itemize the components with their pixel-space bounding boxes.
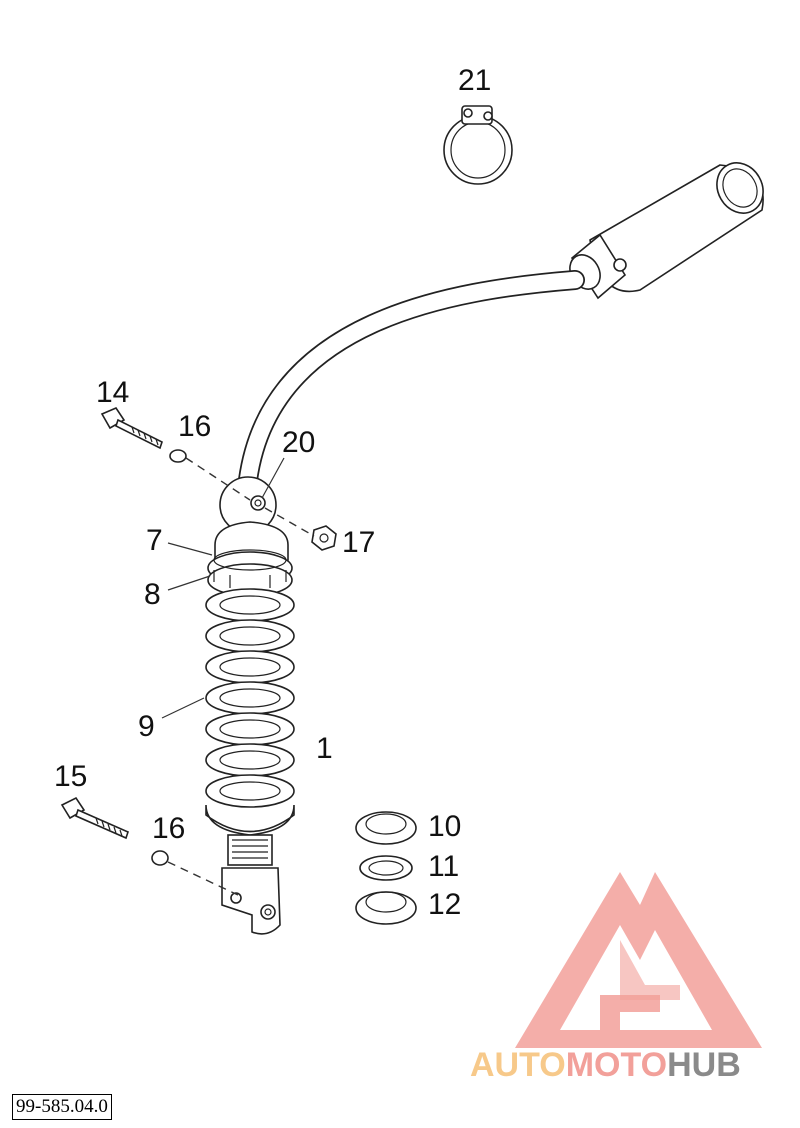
callout-8: 8 (144, 578, 161, 611)
washer-16-lower (151, 850, 169, 866)
leader-9 (161, 697, 205, 719)
leader-8 (167, 575, 211, 591)
callout-16-upper: 16 (178, 410, 211, 443)
reservoir-hose (238, 270, 585, 490)
callout-21: 21 (458, 64, 491, 97)
seal-ring-10 (355, 811, 417, 845)
assembly-line-upper (185, 457, 315, 537)
callout-7: 7 (146, 524, 163, 557)
callout-17: 17 (342, 526, 375, 559)
automotohub-logo (515, 872, 762, 1048)
callout-12: 12 (428, 888, 461, 921)
brand-auto: AUTO (470, 1046, 566, 1084)
callout-16-lower: 16 (152, 812, 185, 845)
callout-20: 20 (282, 426, 315, 459)
coil-spring (205, 588, 295, 808)
callout-10: 10 (428, 810, 461, 843)
callout-1: 1 (316, 732, 333, 765)
nut-17 (311, 525, 337, 551)
shock-absorber (205, 476, 295, 935)
washer-16-upper (169, 449, 187, 463)
bushing-12 (355, 891, 417, 925)
callout-9: 9 (138, 710, 155, 743)
gas-reservoir (569, 162, 764, 300)
callout-14: 14 (96, 376, 129, 409)
callout-15: 15 (54, 760, 87, 793)
brand-moto: MOTO (566, 1046, 667, 1084)
brand-text: AUTOMOTOHUB (470, 1046, 741, 1084)
leader-7 (167, 542, 213, 556)
bolt-15 (60, 796, 129, 840)
bolt-14 (100, 407, 163, 450)
hose-clamp (443, 105, 513, 185)
shim-ring-11 (359, 855, 413, 881)
brand-hub: HUB (667, 1046, 741, 1084)
diagram-code: 99-585.04.0 (12, 1094, 112, 1120)
leader-20 (261, 457, 285, 499)
callout-11: 11 (428, 850, 459, 883)
